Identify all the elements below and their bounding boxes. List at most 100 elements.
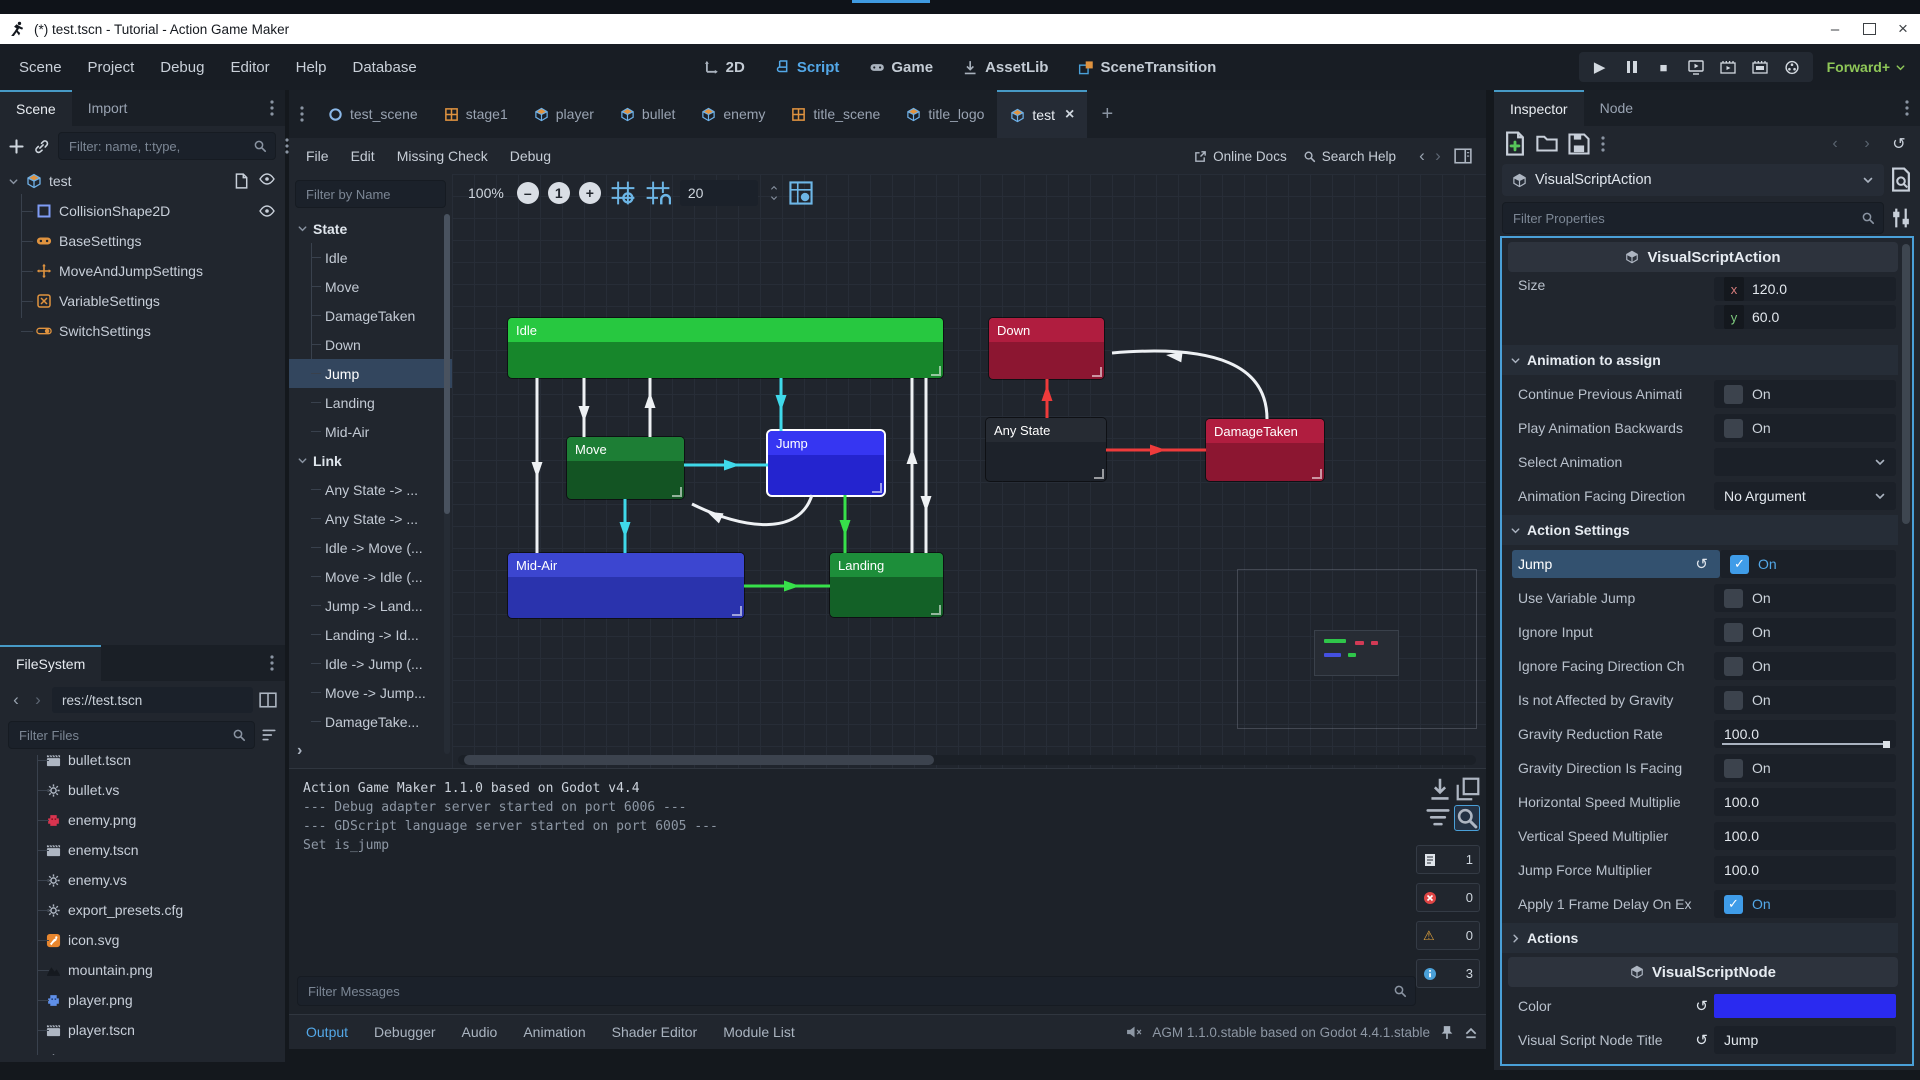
console-copy-icon[interactable] [1456,777,1480,801]
zoom-reset-button[interactable]: 1 [548,182,570,204]
state-item-down[interactable]: Down [289,330,452,359]
close-button[interactable]: × [1886,14,1920,44]
color-swatch[interactable] [1714,994,1896,1018]
file-item[interactable]: enemy.png [0,805,285,835]
graph-node-move[interactable]: Move [567,437,684,499]
fs-back-icon[interactable]: ‹ [8,690,24,710]
resize-handle-icon[interactable] [672,487,682,497]
graph-node-any-state[interactable]: Any State [986,418,1106,481]
link-item-4[interactable]: Jump -> Land... [289,591,452,620]
scene-tab-enemy[interactable]: enemy [688,90,778,138]
state-panel-fold-icon[interactable]: › [297,742,302,760]
number-field[interactable]: 100.0 [1714,720,1896,748]
resize-handle-icon[interactable] [1092,367,1102,377]
bottom-tab-audio[interactable]: Audio [449,1024,511,1040]
history-forward-icon[interactable]: › [1856,133,1878,155]
vector-component-field[interactable]: y60.0 [1714,305,1896,329]
file-item[interactable]: bullet.vs [0,775,285,805]
tree-row[interactable]: SwitchSettings [0,316,285,346]
minimize-button[interactable]: – [1818,14,1852,44]
link-item-3[interactable]: Move -> Idle (... [289,562,452,591]
link-search-help[interactable]: Search Help [1303,149,1396,164]
resource-menu-icon[interactable] [1600,136,1606,152]
scene-filter-input[interactable] [67,138,247,155]
script-menu-edit[interactable]: Edit [340,148,386,164]
console-save-icon[interactable] [1428,777,1452,801]
menu-debug[interactable]: Debug [147,59,217,76]
snap-distance-field[interactable]: 20 [680,180,758,206]
resize-handle-icon[interactable] [732,606,742,616]
play-scene-button[interactable] [1715,56,1741,78]
play-remote-button[interactable] [1683,56,1709,78]
inspector-tab-inspector[interactable]: Inspector [1494,90,1584,126]
state-filter[interactable] [295,180,446,208]
tree-row[interactable]: MoveAndJumpSettings [0,256,285,286]
menu-editor[interactable]: Editor [217,59,282,76]
state-item-idle[interactable]: Idle [289,243,452,272]
checkbox[interactable] [1724,657,1743,676]
checkbox[interactable] [1724,419,1743,438]
checkbox[interactable]: ✓ [1730,555,1749,574]
script-history-back-icon[interactable]: ‹ [1414,146,1430,166]
dock-tab-import[interactable]: Import [72,90,144,126]
play-button[interactable]: ▶ [1587,56,1613,78]
file-item[interactable]: player.png [0,985,285,1015]
inspector-filter-input[interactable] [1511,210,1855,227]
graph-node-mid-air[interactable]: Mid-Air [508,553,744,618]
resize-handle-icon[interactable] [1312,469,1322,479]
expand-panel-icon[interactable] [1464,1025,1478,1039]
state-section-header[interactable]: State [289,214,452,243]
workspace-tab-scenetransition[interactable]: SceneTransition [1078,59,1216,76]
fs-forward-icon[interactable]: › [30,690,46,710]
workspace-tab-2d[interactable]: 2D [704,59,745,76]
scene-tab-test_scene[interactable]: test_scene [315,90,431,138]
dock-tab-filesystem[interactable]: FileSystem [0,645,101,681]
bottom-tab-output[interactable]: Output [293,1024,361,1040]
section-header-animation-to-assign[interactable]: Animation to assign [1502,345,1898,375]
tree-row[interactable]: VariableSettings [0,286,285,316]
file-item[interactable]: export_presets.cfg [0,895,285,925]
script-menu-file[interactable]: File [295,148,340,164]
snap-magnet-icon[interactable] [645,180,671,206]
file-item[interactable]: enemy.vs [0,865,285,895]
open-docs-icon[interactable] [1890,169,1912,191]
state-graph[interactable]: 100% – 1 + 20 [452,174,1486,768]
console-filter[interactable] [297,976,1416,1006]
scene-tab-title_scene[interactable]: title_scene [778,90,893,138]
section-header-action-settings[interactable]: Action Settings [1502,515,1898,545]
graph-node-idle[interactable]: Idle [508,318,943,378]
tree-row[interactable]: CollisionShape2D [0,196,285,226]
text-field[interactable]: Jump [1714,1026,1896,1054]
dock-tab-scene[interactable]: Scene [0,90,72,126]
snap-spinner[interactable] [769,184,779,202]
link-item-0[interactable]: Any State -> ... [289,475,452,504]
state-item-landing[interactable]: Landing [289,388,452,417]
graph-node-jump[interactable]: Jump [768,431,884,495]
graph-node-damage-taken[interactable]: DamageTaken [1206,419,1324,481]
play-custom-scene-button[interactable] [1747,56,1773,78]
filter-badge-messages[interactable]: 1 [1416,845,1480,874]
scene-tab-player[interactable]: player [521,90,607,138]
fs-filter-input[interactable] [17,727,226,744]
graph-node-down[interactable]: Down [989,318,1104,379]
menu-database[interactable]: Database [339,59,429,76]
script-menu-missing-check[interactable]: Missing Check [386,148,499,164]
new-resource-icon[interactable] [1504,133,1526,155]
revert-icon[interactable]: ↺ [1695,1031,1708,1049]
file-item[interactable]: mountain.png [0,955,285,985]
fs-sort-icon[interactable] [261,727,277,743]
state-list-scrollbar[interactable] [444,214,450,754]
checkbox[interactable]: ✓ [1724,895,1743,914]
bottom-tab-shader-editor[interactable]: Shader Editor [599,1024,711,1040]
workspace-tab-assetlib[interactable]: AssetLib [963,59,1048,76]
maximize-button[interactable] [1852,14,1886,44]
script-menu-debug[interactable]: Debug [499,148,562,164]
slider-track[interactable] [1722,743,1888,745]
fs-filter[interactable] [8,721,255,749]
object-history-icon[interactable]: ↺ [1888,133,1910,155]
link-online-docs[interactable]: Online Docs [1194,149,1287,164]
tab-list-icon[interactable] [289,90,315,138]
bottom-tab-animation[interactable]: Animation [510,1024,598,1040]
checkbox[interactable] [1724,759,1743,778]
property-tools-icon[interactable] [1890,207,1912,229]
